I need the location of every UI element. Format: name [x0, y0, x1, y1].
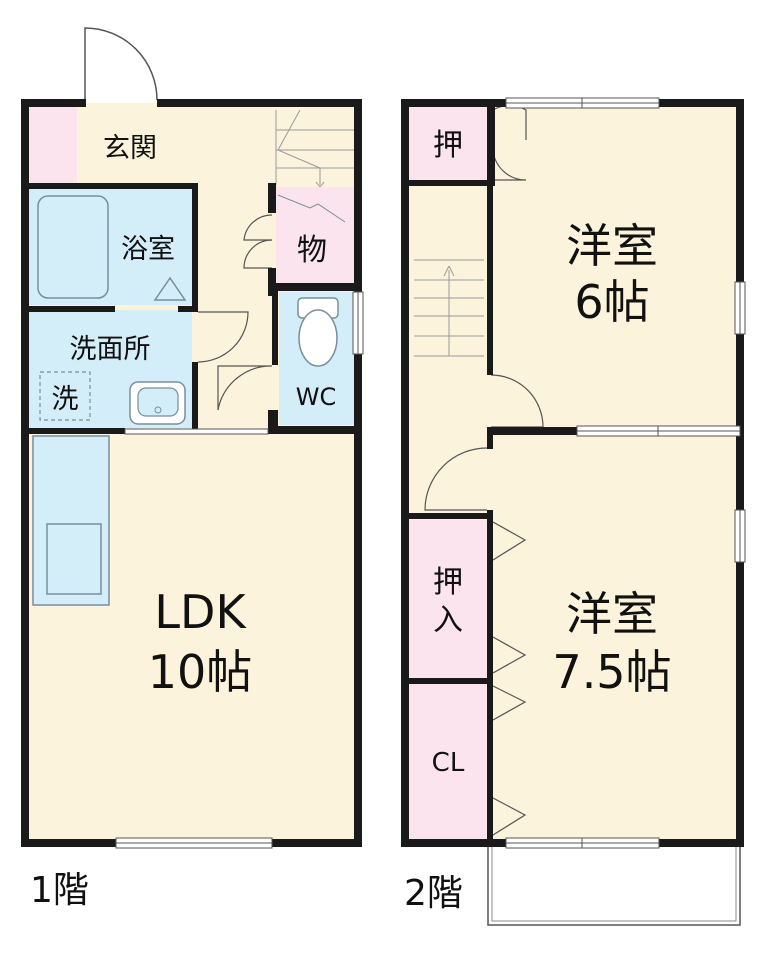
entrance-door — [84, 27, 158, 101]
toilet-label: WC — [296, 383, 337, 411]
closet-bottom-label: CL — [432, 748, 465, 778]
room2-name-label: 洋室 — [566, 587, 658, 641]
storage-label: 物 — [297, 233, 327, 268]
washroom-label: 洗面所 — [70, 334, 151, 365]
closet-mid-area — [409, 520, 487, 678]
bath-label: 浴室 — [121, 234, 175, 265]
entrance-label: 玄関 — [103, 133, 157, 164]
wash-basin-bowl — [137, 387, 179, 417]
floor-1-level-label: 1階 — [30, 870, 89, 911]
floor-2-level-label: 2階 — [404, 873, 463, 914]
floor-2: 押 押 入 CL 洋室 6帖 洋室 7.5帖 2階 — [401, 97, 746, 926]
room1-name-label: 洋室 — [566, 219, 658, 273]
sink-icon — [46, 523, 102, 595]
storage-area — [276, 187, 354, 283]
stairs-floor-1 — [275, 109, 354, 223]
washer-box — [39, 371, 91, 421]
washer-label: 洗 — [52, 384, 79, 415]
closet-top-area — [409, 107, 487, 180]
balcony — [487, 844, 741, 926]
room1-size-label: 6帖 — [574, 275, 649, 329]
closet-top-label: 押 — [433, 128, 463, 163]
windows-floor-2 — [505, 97, 746, 849]
floor-1: 玄関 浴室 洗面所 洗 物 WC LDK 10帖 1階 — [21, 27, 364, 911]
closet-mid-label-line2: 入 — [433, 603, 463, 638]
bathtub-icon — [37, 195, 109, 299]
kitchen-counter — [32, 435, 110, 606]
windows-floor-1 — [115, 291, 364, 849]
toilet-bowl-icon — [298, 309, 338, 367]
ldk-size-label: 10帖 — [148, 645, 253, 699]
room2-size-label: 7.5帖 — [552, 645, 671, 699]
bath-drain-icon — [153, 276, 187, 301]
closet-bottom-area — [409, 683, 487, 839]
hall-floor-2 — [409, 185, 487, 515]
walls-floor-2 — [401, 99, 744, 847]
walls-floor-1 — [21, 99, 362, 847]
closet-mid-label-line1: 押 — [433, 565, 463, 600]
ldk-name-label: LDK — [154, 585, 247, 639]
interior-doors-floor-1 — [197, 214, 273, 411]
entrance-mat — [29, 107, 77, 183]
wash-basin-drain — [154, 406, 162, 414]
stairs-floor-2 — [414, 259, 484, 357]
